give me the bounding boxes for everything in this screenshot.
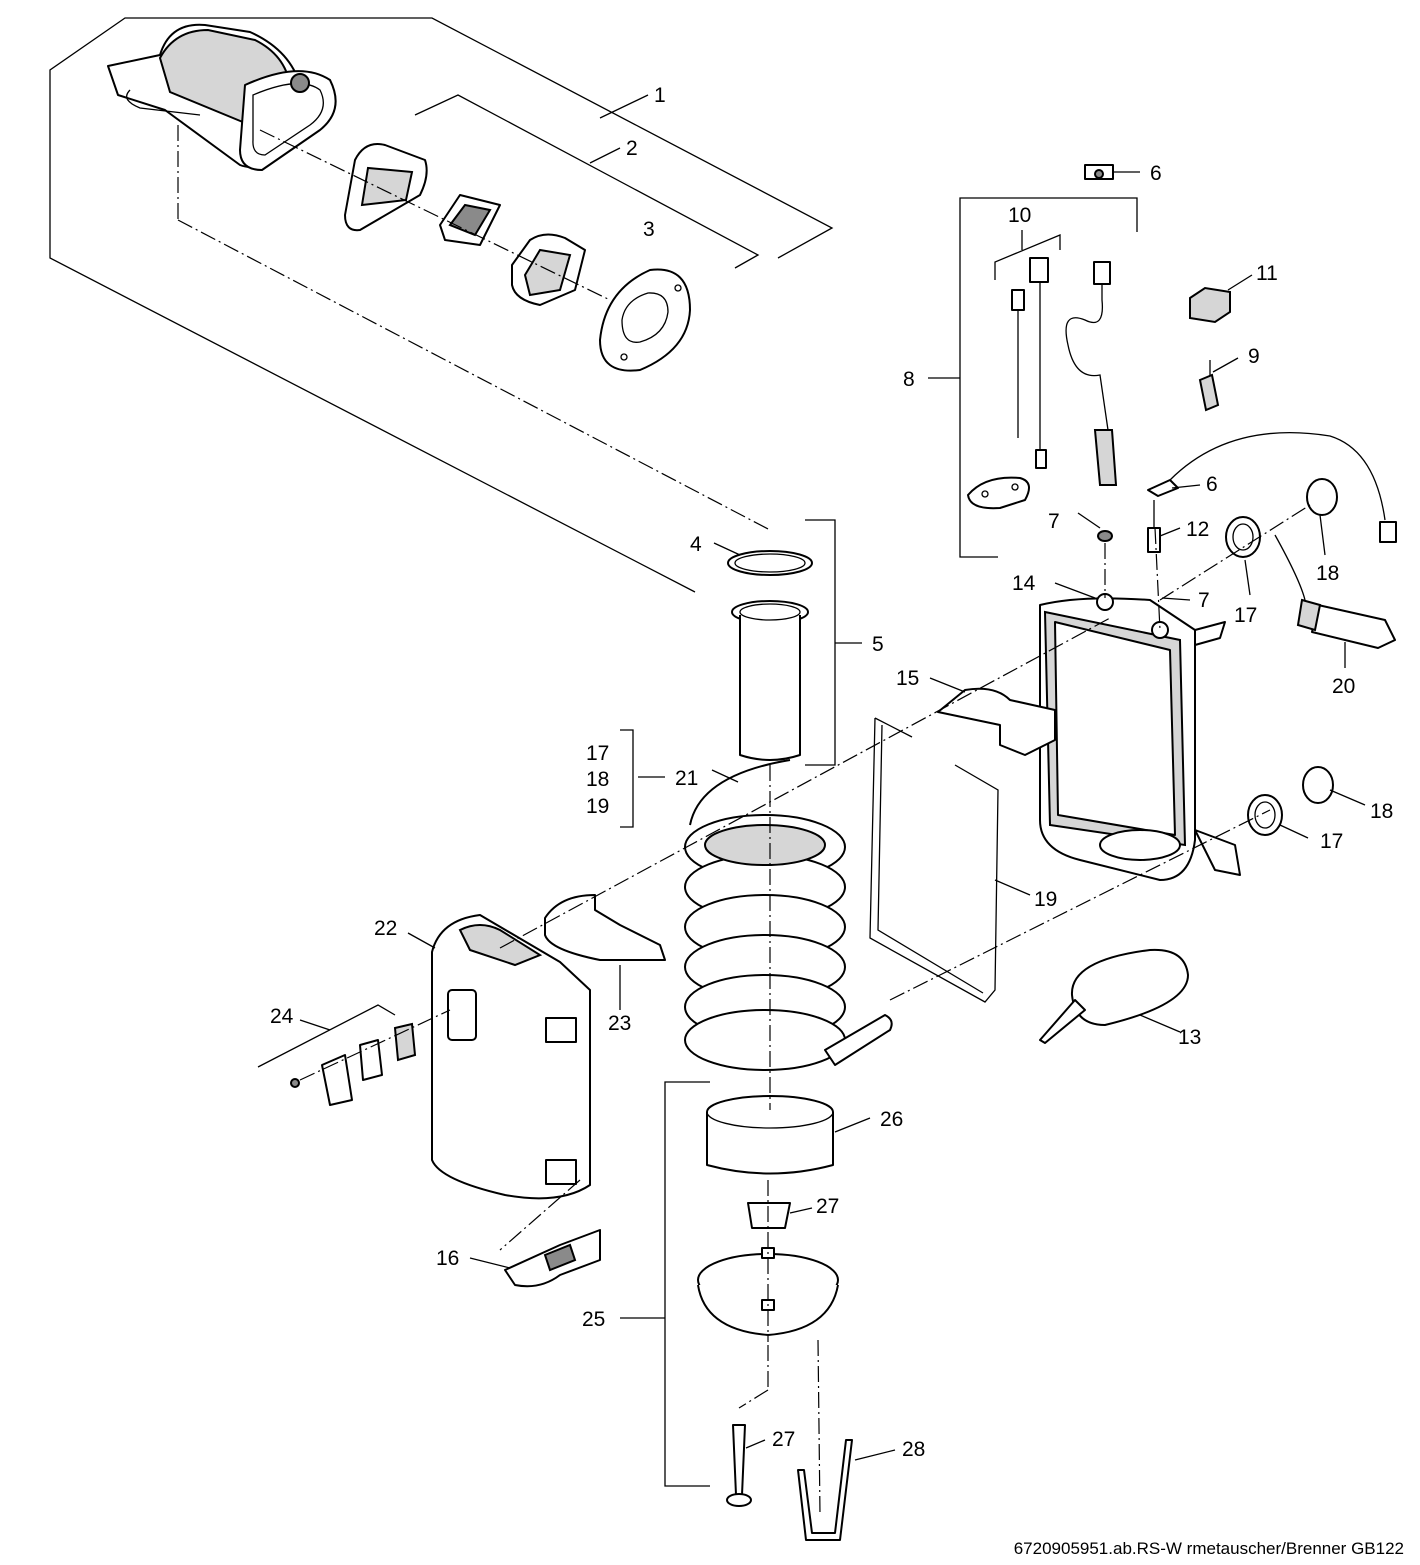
figure-reference-caption: 6720905951.ab.RS-W rmetauscher/Brenner G… [1013,1539,1404,1558]
label-part-15: 15 [896,667,919,690]
element-9 [1198,357,1239,412]
label-part-20: 20 [1332,675,1355,698]
label-part-10: 10 [1008,204,1031,227]
flue-tube-5 [731,600,809,761]
electrode-12 [1147,500,1161,553]
label-part-17-upper: 17 [1234,604,1257,627]
casing-22 [431,914,591,1200]
label-part-13: 13 [1178,1026,1201,1049]
label-part-12: 12 [1186,518,1209,541]
label-part-17-lower: 17 [1320,830,1343,853]
label-part-7-upper: 7 [1048,510,1060,533]
label-part-5: 5 [872,633,884,656]
label-part-2: 2 [626,137,638,160]
insulation-23 [544,894,666,961]
label-part-17-group: 17 [586,742,609,765]
label-part-11: 11 [1256,262,1278,285]
sealant-tube-13 [1039,948,1189,1044]
clip-6-top [1084,164,1140,180]
label-part-3: 3 [643,218,655,241]
oring-18-lower [1302,766,1334,804]
label-part-4: 4 [690,533,702,556]
burner-plate [599,268,691,372]
label-part-28: 28 [902,1438,925,1461]
hose-clip-28 [797,1439,853,1541]
label-part-24: 24 [270,1005,294,1028]
clamp-16 [504,1229,601,1288]
tube-pointer [1274,534,1306,601]
label-part-26: 26 [880,1108,903,1131]
burner-housing [107,23,337,171]
label-part-9: 9 [1248,345,1260,368]
label-part-18-upper: 18 [1316,562,1339,585]
label-part-18-lower: 18 [1370,800,1393,823]
label-part-18-group: 18 [586,768,609,791]
connector-block-11 [1189,274,1253,324]
label-part-19-group: 19 [586,795,609,818]
air-intake-gasket [344,143,428,232]
seal-17-upper [1225,516,1261,558]
sensor-cables [1011,257,1118,486]
heat-exchanger-housing-14 [1039,593,1241,881]
label-part-19: 19 [1034,888,1057,911]
label-part-27-lower: 27 [772,1428,795,1451]
ignition-plug [1379,521,1397,543]
seal-frame-19 [869,717,999,1003]
part-number-labels: 1 2 3 6 10 11 9 8 6 7 12 4 18 14 7 17 5 … [270,84,1393,1461]
label-part-7-lower: 7 [1198,589,1210,612]
bracket-27-upper [747,1202,791,1229]
washer-7 [1097,530,1113,542]
ignition-cable [1169,431,1386,521]
label-part-1: 1 [654,84,666,107]
seal-17-lower [1247,794,1283,836]
label-part-6-top: 6 [1150,162,1162,185]
oring-18-upper [1306,478,1338,516]
screw-27-lower [726,1424,752,1507]
sight-glass-24 [290,1022,417,1106]
label-part-14: 14 [1012,572,1036,595]
label-part-6-side: 6 [1206,473,1218,496]
orifice-plate [439,194,501,246]
label-part-22: 22 [374,917,397,940]
gasket-ring-4 [727,550,813,576]
assembly-1-frame [49,17,834,593]
mounting-plate [967,476,1030,510]
label-part-23: 23 [608,1012,631,1035]
heat-exchanger-coil [684,759,893,1071]
label-part-27-upper: 27 [816,1195,839,1218]
insulation-disc-26 [706,1095,834,1175]
label-part-16: 16 [436,1247,459,1270]
label-part-25: 25 [582,1308,605,1331]
label-part-8: 8 [903,368,915,391]
sealant-tube-20 [1296,598,1396,649]
label-part-21: 21 [675,767,698,790]
insulation-15 [937,687,1056,756]
leader-lines [407,484,1366,1461]
